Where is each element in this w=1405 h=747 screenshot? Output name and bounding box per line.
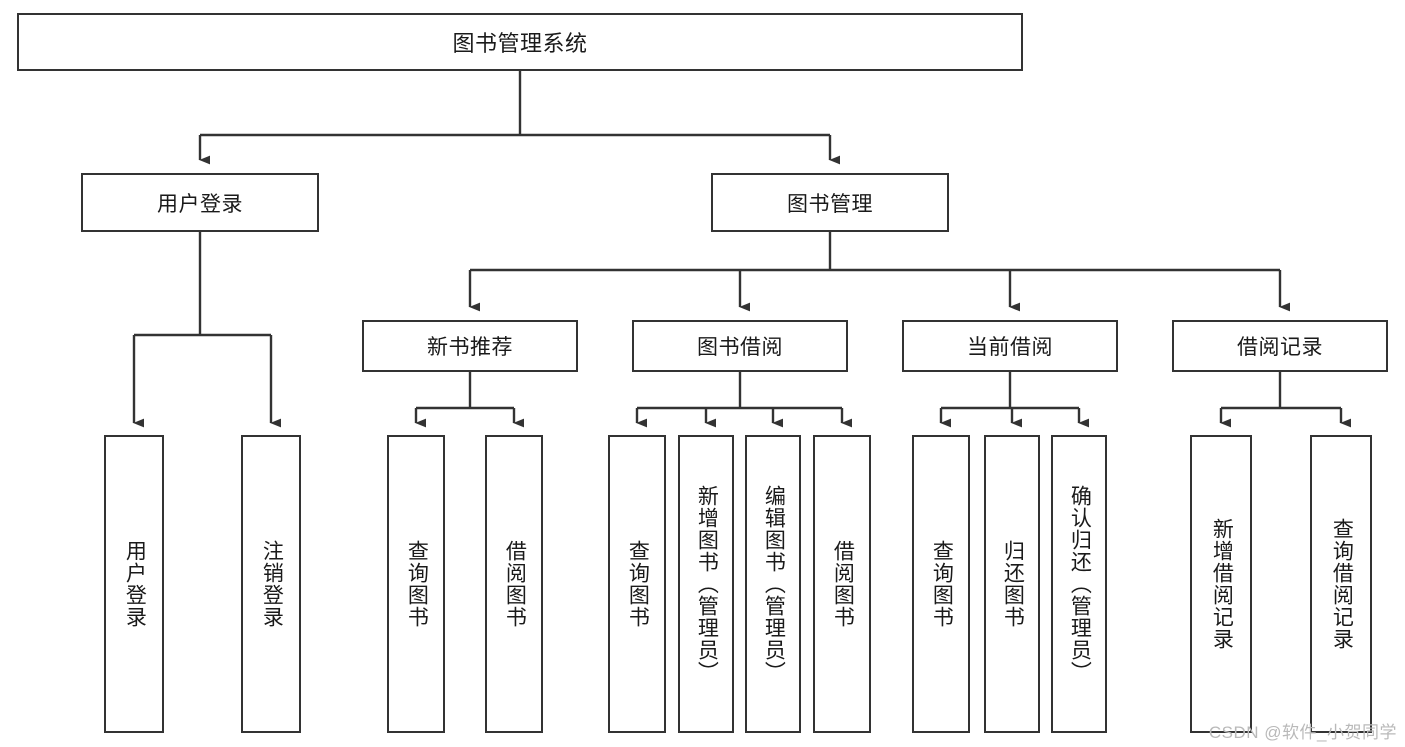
node-leaf-edit-book[interactable]: 编辑图书（管理员） [745,435,801,733]
node-current-borrow[interactable]: 当前借阅 [902,320,1118,372]
node-book-manage-label: 图书管理 [787,192,873,216]
node-leaf-query-record[interactable]: 查询借阅记录 [1310,435,1372,733]
node-new-book-rec[interactable]: 新书推荐 [362,320,578,372]
node-root-label: 图书管理系统 [452,31,588,56]
node-leaf-query-book-1-label: 查询图书 [405,540,429,628]
node-user-login[interactable]: 用户登录 [81,173,319,232]
node-book-manage[interactable]: 图书管理 [711,173,949,232]
node-leaf-borrow-book-2-label: 借阅图书 [831,540,855,628]
watermark: CSDN @软件_小贺同学 [1208,723,1397,742]
node-leaf-query-book-2-label: 查询图书 [626,540,650,628]
node-leaf-return-book-label: 归还图书 [1001,540,1025,628]
node-user-login-label: 用户登录 [157,192,243,216]
node-leaf-add-record-label: 新增借阅记录 [1210,518,1234,650]
node-leaf-return-book[interactable]: 归还图书 [984,435,1040,733]
node-leaf-confirm-return-label: 确认归还（管理员） [1068,485,1092,683]
node-leaf-query-book-3[interactable]: 查询图书 [912,435,970,733]
node-leaf-add-book-label: 新增图书（管理员） [695,485,719,683]
node-book-borrow[interactable]: 图书借阅 [632,320,848,372]
node-leaf-confirm-return[interactable]: 确认归还（管理员） [1051,435,1107,733]
node-borrow-record-label: 借阅记录 [1237,336,1323,359]
node-leaf-edit-book-label: 编辑图书（管理员） [762,485,786,683]
node-leaf-add-book[interactable]: 新增图书（管理员） [678,435,734,733]
node-leaf-user-logout-label: 注销登录 [260,540,284,628]
node-leaf-query-book-2[interactable]: 查询图书 [608,435,666,733]
node-leaf-borrow-book-1-label: 借阅图书 [503,540,527,628]
node-borrow-record[interactable]: 借阅记录 [1172,320,1388,372]
node-root[interactable]: 图书管理系统 [17,13,1023,71]
node-leaf-add-record[interactable]: 新增借阅记录 [1190,435,1252,733]
node-book-borrow-label: 图书借阅 [697,336,783,359]
node-new-book-rec-label: 新书推荐 [427,336,513,359]
node-leaf-query-record-label: 查询借阅记录 [1330,518,1354,650]
node-leaf-user-login-label: 用户登录 [123,540,147,628]
node-leaf-query-book-3-label: 查询图书 [930,540,954,628]
node-leaf-user-logout[interactable]: 注销登录 [241,435,301,733]
node-current-borrow-label: 当前借阅 [967,336,1053,359]
node-leaf-user-login[interactable]: 用户登录 [104,435,164,733]
node-leaf-query-book-1[interactable]: 查询图书 [387,435,445,733]
node-leaf-borrow-book-2[interactable]: 借阅图书 [813,435,871,733]
node-leaf-borrow-book-1[interactable]: 借阅图书 [485,435,543,733]
